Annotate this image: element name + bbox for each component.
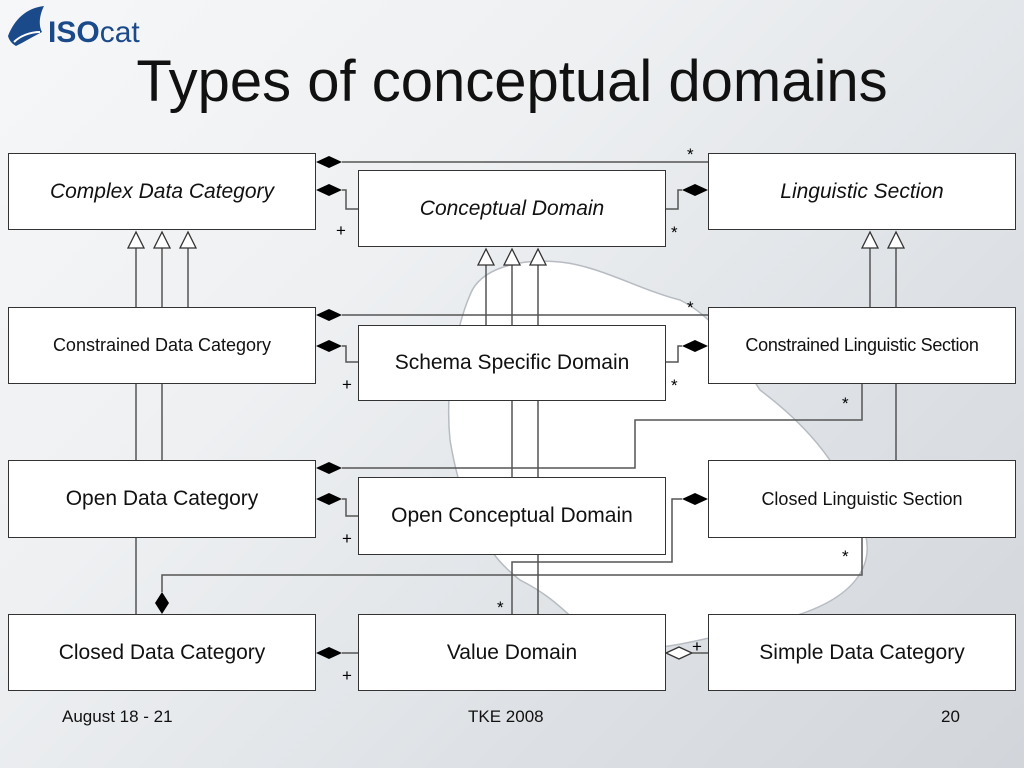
box-conceptual-domain: Conceptual Domain	[358, 170, 666, 247]
triangle-arrow-icon	[126, 230, 146, 249]
diamond-icon	[316, 156, 342, 168]
footer-event: TKE 2008	[468, 707, 544, 726]
diamond-icon	[682, 184, 708, 196]
multiplicity-plus: +	[336, 221, 346, 240]
box-open-conceptual-domain: Open Conceptual Domain	[358, 477, 666, 555]
bird-logo-icon	[8, 6, 44, 46]
box-simple-data-category: Simple Data Category	[708, 614, 1016, 691]
diamond-icon	[316, 184, 342, 196]
diamond-icon	[155, 592, 169, 614]
diamond-icon	[316, 340, 342, 352]
multiplicity-star: *	[497, 598, 504, 617]
multiplicity-plus: +	[342, 375, 352, 394]
triangle-arrow-icon	[476, 247, 496, 266]
triangle-arrow-icon	[178, 230, 198, 249]
isocat-logo: ISOcat	[4, 2, 144, 54]
diamond-icon	[682, 340, 708, 352]
logo-cat: cat	[99, 16, 140, 49]
multiplicity-star: *	[671, 376, 678, 395]
multiplicity-star: *	[687, 298, 694, 317]
triangle-arrow-icon	[528, 247, 548, 266]
box-closed-data-category: Closed Data Category	[8, 614, 316, 691]
diamond-icon	[682, 493, 708, 505]
triangle-arrow-icon	[886, 230, 906, 249]
box-closed-linguistic-section: Closed Linguistic Section	[708, 460, 1016, 538]
multiplicity-plus: +	[342, 529, 352, 548]
box-open-data-category: Open Data Category	[8, 460, 316, 538]
triangle-arrow-icon	[502, 247, 522, 266]
diamond-icon	[316, 493, 342, 505]
multiplicity-plus: +	[342, 666, 352, 685]
diamond-icon	[316, 647, 342, 659]
box-value-domain: Value Domain	[358, 614, 666, 691]
open-diamond-icon	[664, 646, 694, 660]
box-constrained-linguistic-section: Constrained Linguistic Section	[708, 307, 1016, 384]
triangle-arrow-icon	[860, 230, 880, 249]
logo-iso: ISO	[48, 16, 100, 49]
generalization-arrows	[126, 230, 906, 266]
composition-diamonds	[155, 156, 708, 659]
multiplicity-labels: * + * * + * * + * * + +	[336, 145, 849, 685]
diamond-icon	[316, 462, 342, 474]
multiplicity-star: *	[687, 145, 694, 164]
multiplicity-star: *	[671, 223, 678, 242]
page-title: Types of conceptual domains	[136, 49, 888, 114]
box-schema-specific-domain: Schema Specific Domain	[358, 325, 666, 401]
box-linguistic-section: Linguistic Section	[708, 153, 1016, 230]
footer-date: August 18 - 21	[62, 707, 173, 726]
diamond-icon	[316, 309, 342, 321]
logo-wordmark: ISOcat	[48, 16, 140, 50]
box-complex-data-category: Complex Data Category	[8, 153, 316, 230]
triangle-arrow-icon	[152, 230, 172, 249]
multiplicity-star: *	[842, 394, 849, 413]
multiplicity-plus: +	[692, 637, 702, 656]
footer-page-number: 20	[941, 707, 960, 726]
multiplicity-star: *	[842, 547, 849, 566]
box-constrained-data-category: Constrained Data Category	[8, 307, 316, 384]
